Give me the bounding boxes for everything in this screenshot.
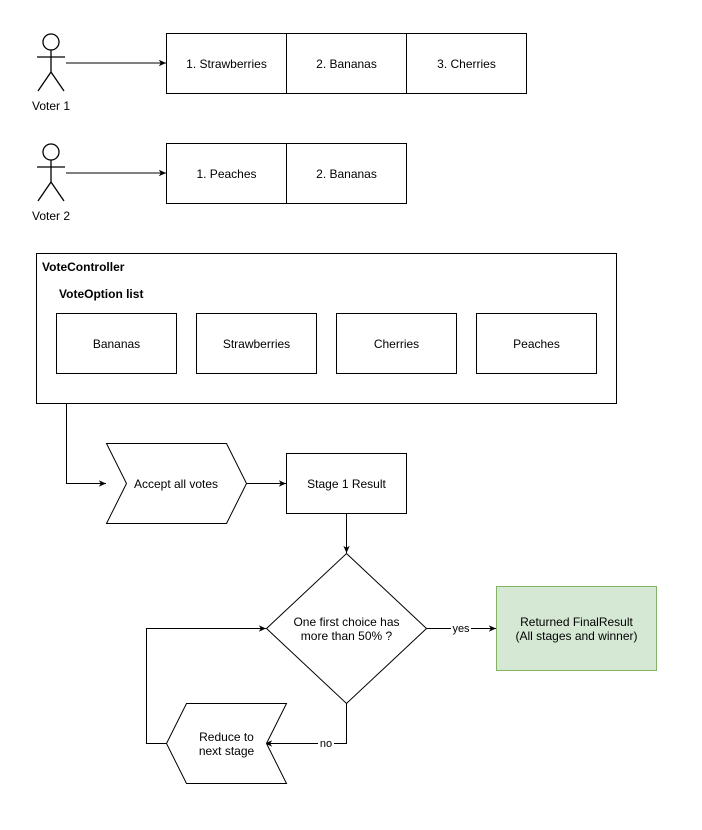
decision-line-2: more than 50% ? <box>301 629 393 643</box>
reduce-stage-line-2: next stage <box>199 744 255 758</box>
yes-label: yes <box>452 623 470 635</box>
final-result-box <box>496 586 657 671</box>
vote-option-1-box <box>56 313 177 374</box>
no-label: no <box>320 738 332 750</box>
final-result-line-1: Returned FinalResult <box>520 615 633 629</box>
stage-result-box <box>286 453 407 514</box>
voter-2-choice-2-box <box>286 143 407 204</box>
vote-option-4-box <box>476 313 597 374</box>
vote-option-1: Bananas <box>93 337 140 351</box>
voter-1-figure <box>37 33 65 92</box>
loop-back-connector <box>146 625 266 744</box>
final-result-line-2: (All stages and winner) <box>515 629 637 643</box>
yes-label-bg <box>451 622 471 635</box>
stage-result-label: Stage 1 Result <box>307 477 386 491</box>
no-connector <box>265 703 347 747</box>
voter-2-ballot: 1. Peaches 2. Bananas <box>166 143 407 204</box>
voter-2-label: Voter 2 <box>32 209 70 223</box>
voter-1-choice-1: 1. Strawberries <box>186 57 267 71</box>
vote-option-4: Peaches <box>513 337 560 351</box>
accept-votes-label: Accept all votes <box>134 477 218 491</box>
voter-1-choice-2: 2. Bananas <box>316 57 377 71</box>
vote-controller-title: VoteController <box>42 260 125 274</box>
voter-2-choice-2: 2. Bananas <box>316 167 377 181</box>
voter-1-choice-3: 3. Cherries <box>437 57 496 71</box>
voter-1-choice-3-box <box>406 33 527 94</box>
voter-1-ballot: 1. Strawberries 2. Bananas 3. Cherries <box>166 33 527 94</box>
vote-option-3-box <box>336 313 457 374</box>
no-label-bg <box>318 737 334 750</box>
voter-2-choice-1-box <box>166 143 287 204</box>
vote-option-list-title: VoteOption list <box>59 287 143 301</box>
voter-1-label: Voter 1 <box>32 99 70 113</box>
vote-option-3: Cherries <box>374 337 419 351</box>
reduce-stage-line-1: Reduce to <box>199 730 254 744</box>
vote-option-2-box <box>196 313 317 374</box>
controller-to-accept-connector <box>66 403 106 487</box>
voter-1-choice-1-box <box>166 33 287 94</box>
voter-2-choice-1: 1. Peaches <box>196 167 256 181</box>
accept-votes-step <box>105 443 248 524</box>
vote-option-2: Strawberries <box>223 337 290 351</box>
voter-2-figure <box>37 143 65 202</box>
voter-1-choice-2-box <box>286 33 407 94</box>
decision-line-1: One first choice has <box>293 615 399 629</box>
